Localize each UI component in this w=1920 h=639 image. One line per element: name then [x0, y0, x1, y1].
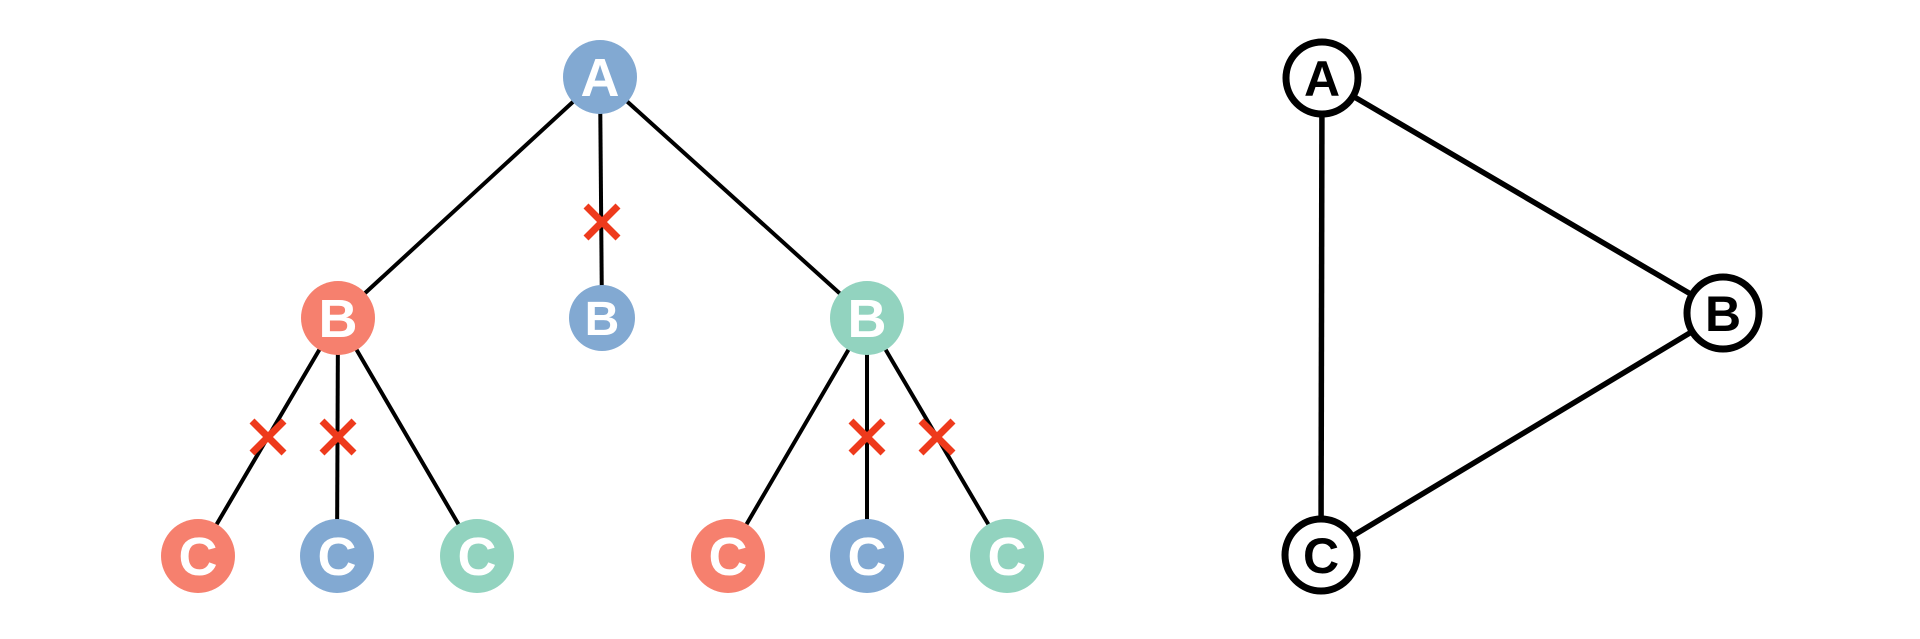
prune-cross-icon [249, 418, 287, 456]
tree-node-label-C3: C [458, 527, 497, 587]
tree-edge-B3-C4 [726, 316, 869, 558]
tree-node-label-C2: C [318, 527, 357, 587]
graph-node-label-A: A [1304, 51, 1340, 107]
tree-node-A [563, 40, 637, 114]
tree-node-C4 [691, 519, 765, 593]
graph-edge-A-B [1320, 75, 1725, 316]
graph-node-A [1282, 38, 1362, 118]
tree-edge-A-B3 [598, 75, 869, 320]
cross-stroke [583, 203, 621, 241]
tree-edge-A-B2 [598, 76, 604, 319]
tree-edge-A-B1 [336, 75, 602, 320]
prune-cross-icon [583, 203, 621, 241]
tree-node-label-C4: C [709, 527, 748, 587]
cross-stroke [848, 418, 886, 456]
tree-node-label-A: A [581, 48, 620, 108]
tree-node-B3 [830, 281, 904, 355]
tree-node-label-C5: C [848, 527, 887, 587]
tree-node-label-B3: B [848, 289, 887, 349]
prune-cross-icon [918, 418, 956, 456]
prune-cross-icon [319, 418, 357, 456]
search-tree-diagram: A B B B C C C C C C [161, 40, 1044, 593]
tree-node-C6 [970, 519, 1044, 593]
tree-node-C2 [300, 519, 374, 593]
tree-node-C1 [161, 519, 235, 593]
tree-edge-B1-C3 [336, 316, 479, 558]
graph-node-label-B: B [1705, 286, 1741, 342]
cross-stroke [319, 418, 357, 456]
tree-node-B1 [301, 281, 375, 355]
tree-node-label-B2: B [585, 293, 620, 346]
graph-edge-B-C [1319, 310, 1725, 558]
cross-stroke [918, 418, 956, 456]
tree-node-B2 [569, 285, 635, 351]
graph-node-B [1683, 273, 1763, 353]
prune-cross-icon [848, 418, 886, 456]
tree-node-label-C6: C [988, 527, 1027, 587]
tree-node-C5 [830, 519, 904, 593]
triangle-graph-diagram: A B C [1281, 38, 1763, 595]
tree-node-C3 [440, 519, 514, 593]
graph-node-C [1281, 515, 1361, 595]
tree-node-label-C1: C [179, 527, 218, 587]
tree-node-label-B1: B [319, 289, 358, 349]
cross-stroke [249, 418, 287, 456]
graph-node-label-C: C [1303, 528, 1339, 584]
graph-edge-A-C [1318, 77, 1325, 556]
